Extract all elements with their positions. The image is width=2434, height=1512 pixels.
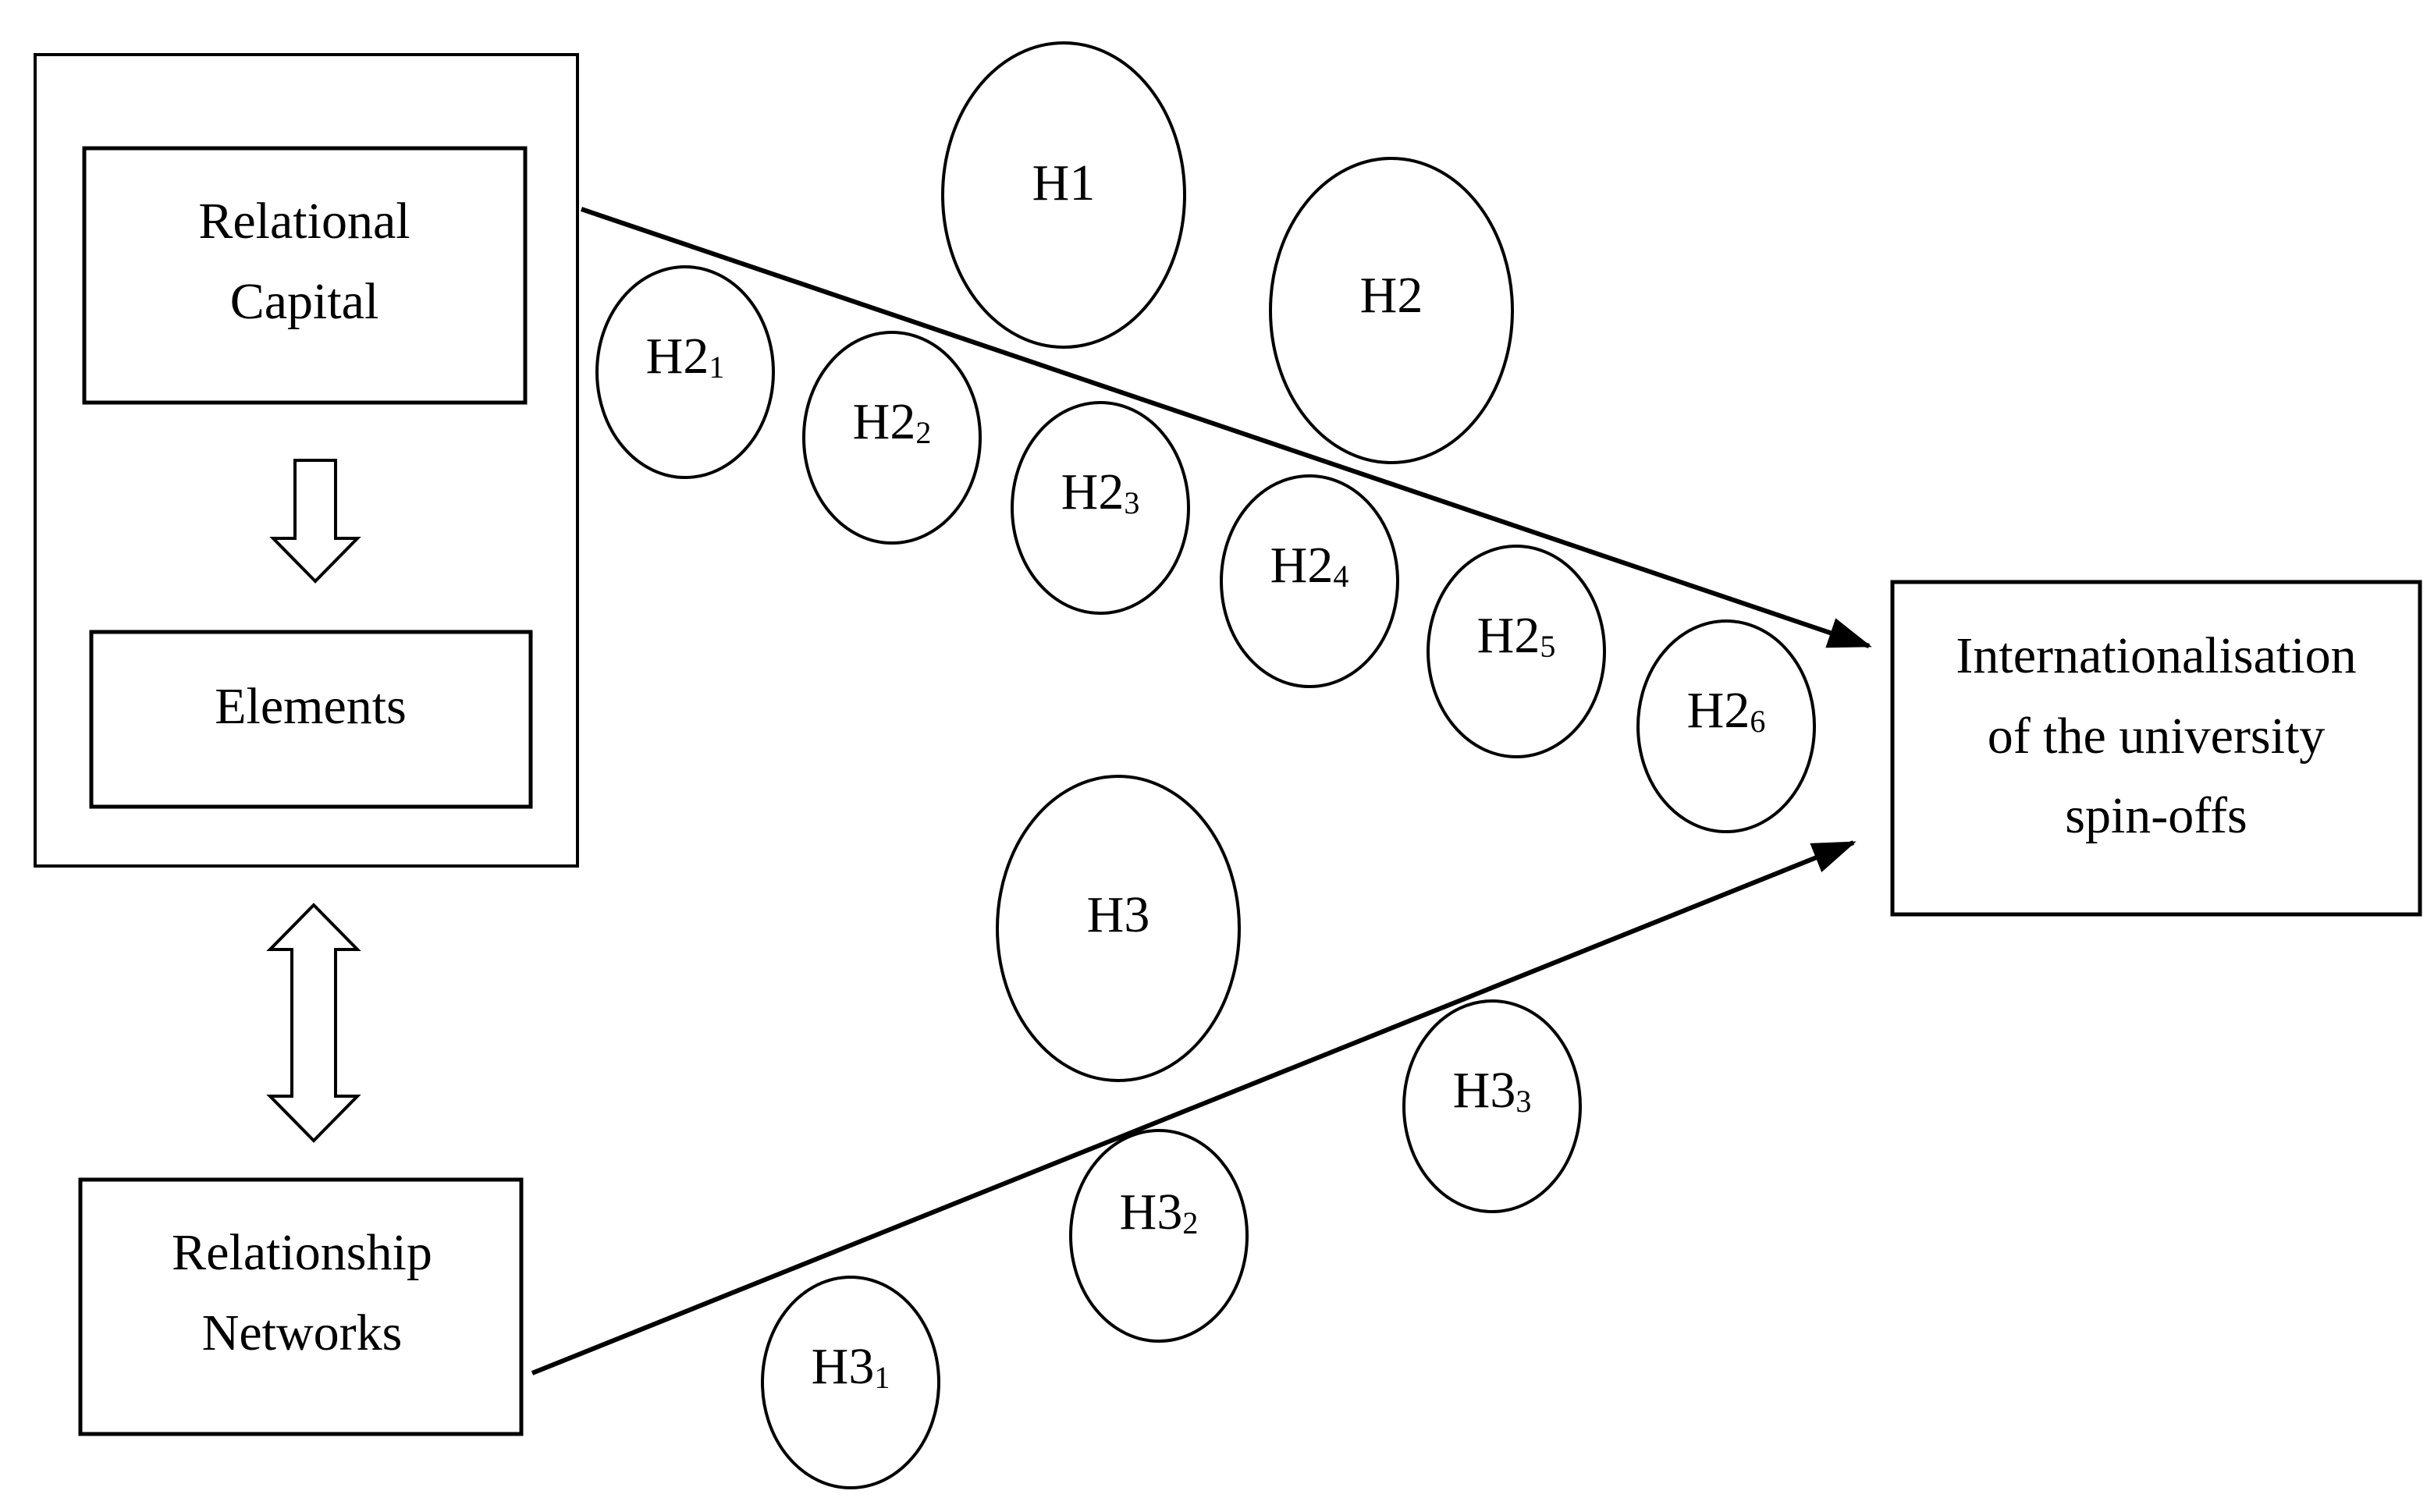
- hypothesis-h2: H2: [1269, 157, 1514, 464]
- relational-capital-label-line1: Relational: [198, 193, 410, 250]
- relationship-networks-to-internationalisation-arrow: [531, 840, 1857, 1375]
- elements-label: Elements: [215, 678, 407, 735]
- hypothesis-h2-3-label: H2: [1061, 463, 1125, 520]
- hypothesis-h2-1-label: H2: [646, 328, 709, 385]
- hypothesis-h2-4: H24: [1220, 474, 1399, 688]
- hypothesis-h2-1: H21: [595, 265, 775, 479]
- hypothesis-h2-6: H26: [1636, 619, 1816, 833]
- bidirectional-hollow-arrow-icon: [266, 903, 361, 1143]
- hypothesis-h2-label: H2: [1360, 267, 1423, 324]
- svg-text:H25: H25: [1477, 607, 1556, 664]
- hypothesis-h1: H1: [941, 41, 1186, 349]
- elements-box: [89, 630, 533, 809]
- svg-text:H22: H22: [853, 393, 932, 450]
- svg-text:H1: H1: [1032, 154, 1096, 211]
- internationalisation-label-line1: Internationalisation: [1956, 627, 2356, 684]
- svg-text:H24: H24: [1270, 537, 1349, 594]
- hypothesis-h3-label: H3: [1087, 886, 1150, 943]
- hypothesis-h3-1: H31: [761, 1276, 940, 1489]
- hypothesis-h2-5-label: H2: [1477, 607, 1540, 664]
- relational-capital-to-internationalisation-arrow: [581, 207, 1872, 648]
- hypothesis-h2-2-label: H2: [853, 393, 916, 450]
- svg-text:H32: H32: [1120, 1184, 1199, 1240]
- hypothesis-h3-3: H33: [1402, 999, 1582, 1213]
- svg-text:H33: H33: [1453, 1062, 1532, 1119]
- relational-capital-box: [82, 146, 528, 405]
- internationalisation-label-line3: spin-offs: [2065, 787, 2247, 844]
- hypothesis-h3-3-label: H3: [1453, 1062, 1516, 1119]
- svg-text:H31: H31: [812, 1338, 890, 1395]
- hypothesis-h3-2-label: H3: [1120, 1184, 1183, 1240]
- hypothesis-h3: H3: [996, 775, 1241, 1082]
- down-hollow-arrow-icon: [269, 459, 361, 584]
- svg-text:H26: H26: [1687, 682, 1766, 739]
- hypothesis-h2-2: H22: [802, 331, 982, 545]
- hypothesis-h3-1-label: H3: [812, 1338, 875, 1395]
- hypothesis-h2-3: H23: [1011, 401, 1190, 615]
- hypothesis-h1-label: H1: [1032, 154, 1096, 211]
- relationship-networks-box: [78, 1177, 524, 1436]
- svg-text:H3: H3: [1087, 886, 1150, 943]
- internationalisation-label-line2: of the university: [1988, 708, 2326, 765]
- hypothesis-h2-6-label: H2: [1687, 682, 1750, 739]
- relational-capital-label-line2: Capital: [230, 273, 379, 330]
- relationship-networks-label-line2: Networks: [202, 1304, 403, 1361]
- hypothesis-h2-4-label: H2: [1270, 537, 1334, 594]
- relationship-networks-label-line1: Relationship: [172, 1224, 432, 1281]
- hypothesis-h3-2: H32: [1069, 1129, 1249, 1343]
- internationalisation-box: [1890, 580, 2422, 917]
- svg-text:H21: H21: [646, 328, 725, 385]
- svg-text:H2: H2: [1360, 267, 1423, 324]
- svg-text:H23: H23: [1061, 463, 1140, 520]
- hypothesis-h2-5: H25: [1427, 545, 1606, 758]
